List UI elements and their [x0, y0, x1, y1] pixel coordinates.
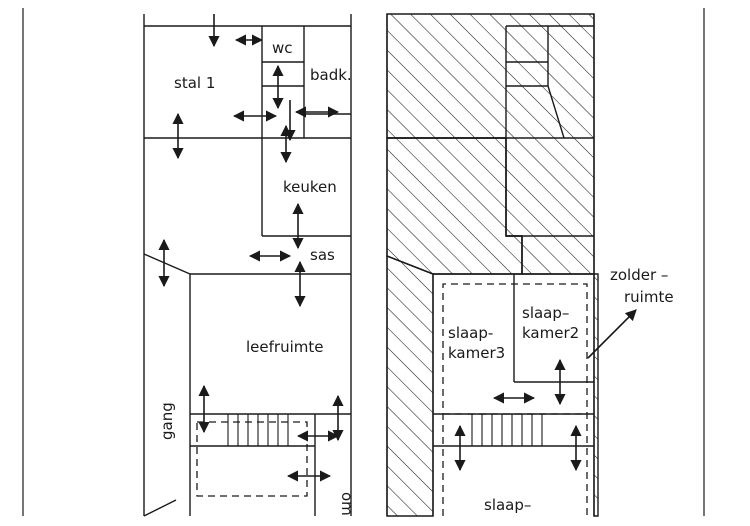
label-badk: badk.	[310, 66, 352, 84]
label-keuken: keuken	[283, 178, 337, 196]
label-slaapkamer3-line1: slaap-	[448, 324, 493, 342]
label-slaapkamer2-line2: kamer2	[522, 324, 579, 342]
ground-arrows	[158, 14, 344, 482]
label-slaapkamer2-line1: slaap–	[522, 304, 569, 322]
room-labels: wc badk. stal 1 keuken sas leefruimte ga…	[158, 39, 674, 516]
ground-stair	[227, 414, 289, 446]
label-zolder-line2: ruimte	[624, 288, 674, 306]
label-zolder-line1: zolder –	[610, 266, 668, 284]
upper-floor-hatched-areas	[386, 13, 599, 517]
label-stal: stal 1	[174, 74, 215, 92]
label-slaapkamer3-line2: kamer3	[448, 344, 505, 362]
label-leefruimte: leefruimte	[246, 338, 323, 356]
upper-dashed-outline	[442, 283, 588, 516]
page-borders	[22, 8, 705, 516]
label-wc: wc	[272, 39, 293, 57]
label-om: om	[338, 492, 356, 516]
ground-dashed-outline	[196, 421, 308, 497]
label-sas: sas	[310, 246, 335, 264]
label-slaap-bottom: slaap–	[484, 496, 531, 514]
upper-arrows	[454, 309, 637, 472]
upper-stair	[471, 414, 543, 446]
label-gang: gang	[158, 402, 176, 440]
